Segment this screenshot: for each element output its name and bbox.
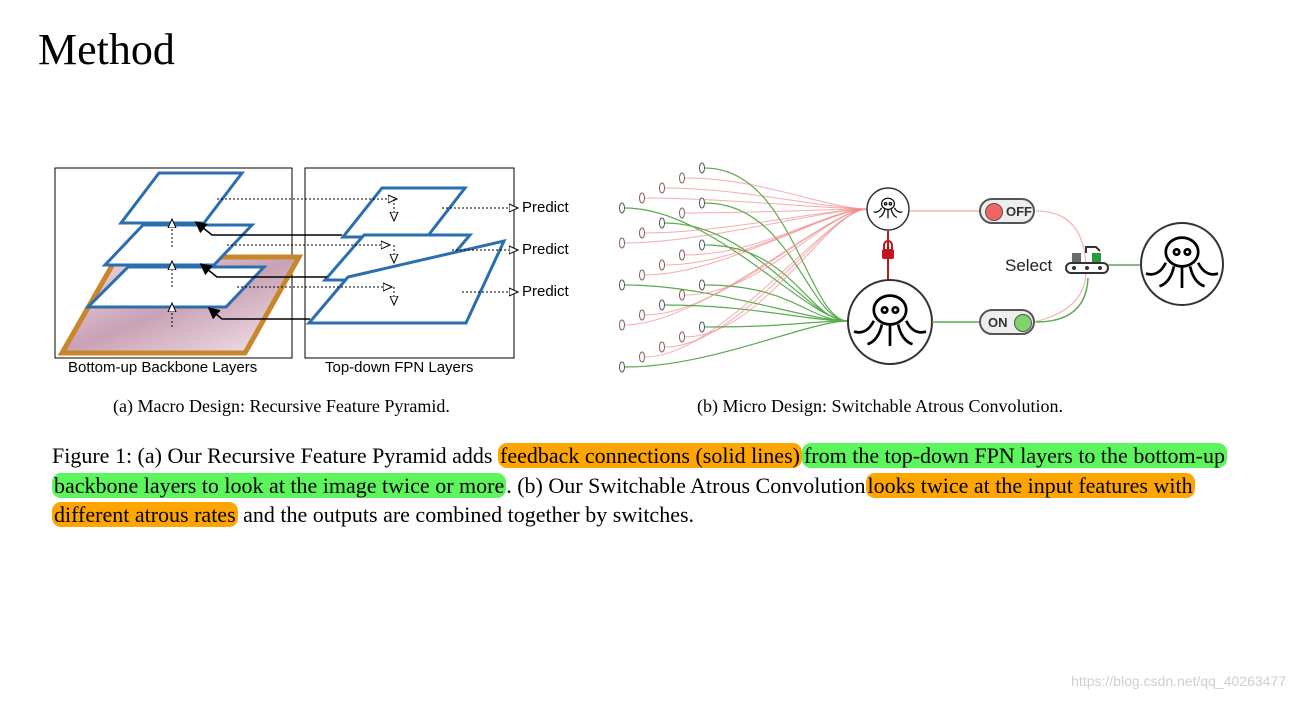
low-rate-connection: [684, 177, 868, 210]
sac-connection-lines: [624, 167, 868, 368]
low-rate-connection: [664, 187, 868, 210]
caption-text-2: . (b) Our Switchable Atrous Convolution: [506, 472, 866, 498]
slide-title: Method: [38, 25, 175, 74]
low-rate-connection: [644, 208, 868, 276]
watermark: https://blog.csdn.net/qq_40263477: [1071, 673, 1286, 689]
input-node: [619, 319, 625, 331]
high-rate-connection: [704, 202, 849, 322]
off-switch[interactable]: OFF: [979, 198, 1035, 224]
octopus-icon: [1145, 236, 1219, 289]
on-switch[interactable]: ON: [979, 309, 1035, 335]
high-rate-connection: [624, 320, 849, 368]
feedback-arrow-3: [207, 307, 310, 320]
feedback-arrow-2: [199, 263, 327, 278]
input-node: [659, 182, 665, 194]
caption-text-3: and the outputs are combined together by…: [243, 502, 695, 527]
input-node: [639, 227, 645, 239]
low-rate-connection: [684, 208, 868, 338]
input-node: [639, 192, 645, 204]
select-label: Select: [1005, 256, 1053, 275]
backbone-layer-1: [117, 171, 246, 225]
figure-a: Predict Predict Predict Bottom-up Backbo…: [52, 165, 592, 385]
octopus-icon: [853, 294, 927, 347]
input-node: [659, 217, 665, 229]
caption-text-1: Figure 1: (a) Our Recursive Feature Pyra…: [52, 443, 493, 468]
input-node: [699, 321, 705, 333]
figure-a-caption: (a) Macro Design: Recursive Feature Pyra…: [113, 396, 450, 416]
fpn-box: [304, 167, 515, 359]
low-rate-connection: [644, 208, 868, 358]
input-node: [639, 309, 645, 321]
on-label: ON: [988, 315, 1008, 330]
rfp-diagram: [54, 167, 592, 359]
low-rate-connection: [644, 208, 868, 316]
high-rate-connection: [664, 304, 849, 322]
high-rate-connection: [704, 244, 849, 322]
low-rate-connection: [684, 208, 868, 256]
predict-label-1: Predict: [522, 199, 569, 216]
high-rate-connection: [624, 207, 849, 322]
off-label: OFF: [1006, 204, 1032, 219]
figure-b-caption: (b) Micro Design: Switchable Atrous Conv…: [697, 396, 1063, 416]
input-node: [679, 249, 685, 261]
caption-highlight-feedback: feedback connections (solid lines): [498, 443, 802, 468]
selector-icon: [1065, 246, 1109, 274]
input-node: [679, 331, 685, 343]
high-rate-connection: [704, 320, 849, 328]
fpn-layer-3: [305, 238, 507, 325]
backbone-label: Bottom-up Backbone Layers: [68, 359, 258, 376]
input-node: [679, 289, 685, 301]
output-node: [1140, 222, 1224, 306]
fpn-layer-1: [339, 186, 469, 239]
input-node: [699, 162, 705, 174]
feedback-arrow-1: [194, 221, 342, 236]
input-node: [639, 351, 645, 363]
sac-diagram: [619, 162, 1224, 373]
input-node: [699, 197, 705, 209]
lock-icon: [882, 240, 894, 259]
octopus-icon: [873, 197, 903, 219]
input-node: [679, 207, 685, 219]
input-node: [679, 172, 685, 184]
high-rate-connection: [704, 167, 849, 322]
low-rate-connection: [644, 208, 868, 234]
input-node: [619, 237, 625, 249]
predict-label-2: Predict: [522, 241, 569, 258]
fpn-label: Top-down FPN Layers: [325, 359, 474, 376]
input-node: [699, 239, 705, 251]
input-node: [619, 279, 625, 291]
input-node: [659, 299, 665, 311]
input-node: [619, 361, 625, 373]
input-node: [699, 279, 705, 291]
low-rate-connection: [664, 208, 868, 348]
input-node: [619, 202, 625, 214]
off-knob: [985, 203, 1003, 221]
input-node: [639, 269, 645, 281]
predict-label-3: Predict: [522, 283, 569, 300]
input-nodes: [619, 162, 705, 373]
low-rate-connection: [684, 208, 868, 296]
input-node: [659, 341, 665, 353]
low-rate-connection: [684, 208, 868, 214]
low-rate-connection: [644, 197, 868, 210]
on-knob: [1014, 314, 1032, 332]
input-node: [659, 259, 665, 271]
figure-caption: Figure 1: (a) Our Recursive Feature Pyra…: [52, 441, 1248, 530]
large-rate-conv-node: [847, 279, 933, 365]
high-rate-connection: [704, 284, 849, 322]
figure-b: OFF ON Select: [600, 145, 1250, 385]
